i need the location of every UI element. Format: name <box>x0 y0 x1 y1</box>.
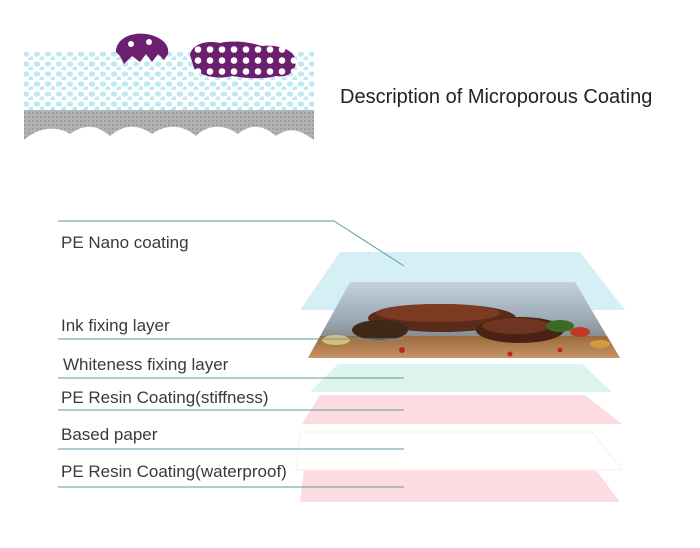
label-pe-nano-coating: PE Nano coating <box>61 233 189 253</box>
layer-stack <box>296 252 630 502</box>
label-ink-fixing-layer: Ink fixing layer <box>61 316 170 336</box>
ink-droplet-right <box>190 42 296 79</box>
diagram-title: Description of Microporous Coating <box>340 86 652 109</box>
label-pe-resin-waterproof: PE Resin Coating(waterproof) <box>61 462 287 482</box>
microporous-coating-illustration <box>24 34 314 140</box>
label-based-paper: Based paper <box>61 425 157 445</box>
layer-ink-fixing-photo <box>300 280 630 360</box>
base-paper-layer <box>24 110 314 140</box>
label-pe-resin-stiffness: PE Resin Coating(stiffness) <box>61 388 269 408</box>
layer-based-paper <box>296 432 622 470</box>
label-whiteness-fixing-layer: Whiteness fixing layer <box>63 355 228 375</box>
